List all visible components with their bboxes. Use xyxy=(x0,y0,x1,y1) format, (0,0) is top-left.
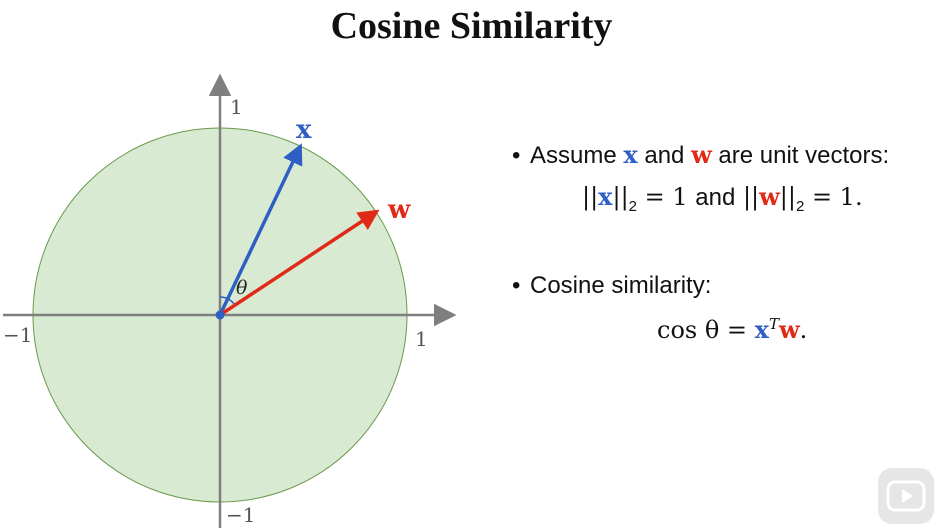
angle-theta-label: θ xyxy=(236,277,248,299)
norm-w-symbol: w xyxy=(759,182,780,211)
bullet-text-suffix: are unit vectors: xyxy=(711,142,890,169)
axis-label-y-pos: 1 xyxy=(230,95,243,119)
cos-transpose: T xyxy=(768,315,779,333)
norm-subscript-x: 2 xyxy=(628,197,637,215)
norm-bars-right-w: || xyxy=(779,183,796,211)
origin-point xyxy=(215,310,225,320)
bullet-text: Cosine similarity: xyxy=(530,272,712,299)
norm-equals-x: = 1 xyxy=(637,183,696,211)
vector-w-label: w xyxy=(387,195,411,225)
axis-label-y-neg: −1 xyxy=(226,503,255,527)
norm-subscript-w: 2 xyxy=(795,197,805,215)
bullet-w-symbol: w xyxy=(691,140,712,169)
cos-w-symbol: w xyxy=(778,315,800,344)
axis-label-x-neg: −1 xyxy=(3,323,32,347)
bullet-x-symbol: x xyxy=(623,140,638,169)
norm-bars-right: || xyxy=(612,183,629,211)
norm-bars-left-w: || xyxy=(742,183,760,211)
vector-x-arrow xyxy=(218,143,303,316)
bullet-cosine-similarity: • Cosine similarity: xyxy=(512,272,711,300)
cosine-equation: cos θ = xTw. xyxy=(657,315,807,344)
norm-equals-w: = 1. xyxy=(804,183,863,211)
bullet-text-prefix: Assume xyxy=(530,142,624,169)
axis-label-x-pos: 1 xyxy=(415,327,428,351)
bullet-text-mid: and xyxy=(637,142,692,169)
vector-x-label: x xyxy=(296,115,312,145)
video-play-icon[interactable] xyxy=(878,468,934,524)
norm-equation: ||x||2 = 1 and ||w||2 = 1. xyxy=(582,182,863,215)
norm-x-symbol: x xyxy=(598,182,613,211)
norm-and: and xyxy=(695,184,736,211)
play-glyph-icon xyxy=(886,480,926,512)
cos-theta-lhs: cos θ = xyxy=(657,316,755,344)
bullet-dot: • xyxy=(512,142,521,169)
bullet-dot: • xyxy=(512,272,521,299)
cos-end: . xyxy=(799,316,808,344)
vector-w-arrow xyxy=(219,209,380,317)
norm-bars-left: || xyxy=(582,183,599,211)
cos-x-symbol: x xyxy=(754,315,769,344)
slide-title: Cosine Similarity xyxy=(330,5,613,47)
bullet-unit-vectors: • Assume x and w are unit vectors: xyxy=(512,140,889,170)
